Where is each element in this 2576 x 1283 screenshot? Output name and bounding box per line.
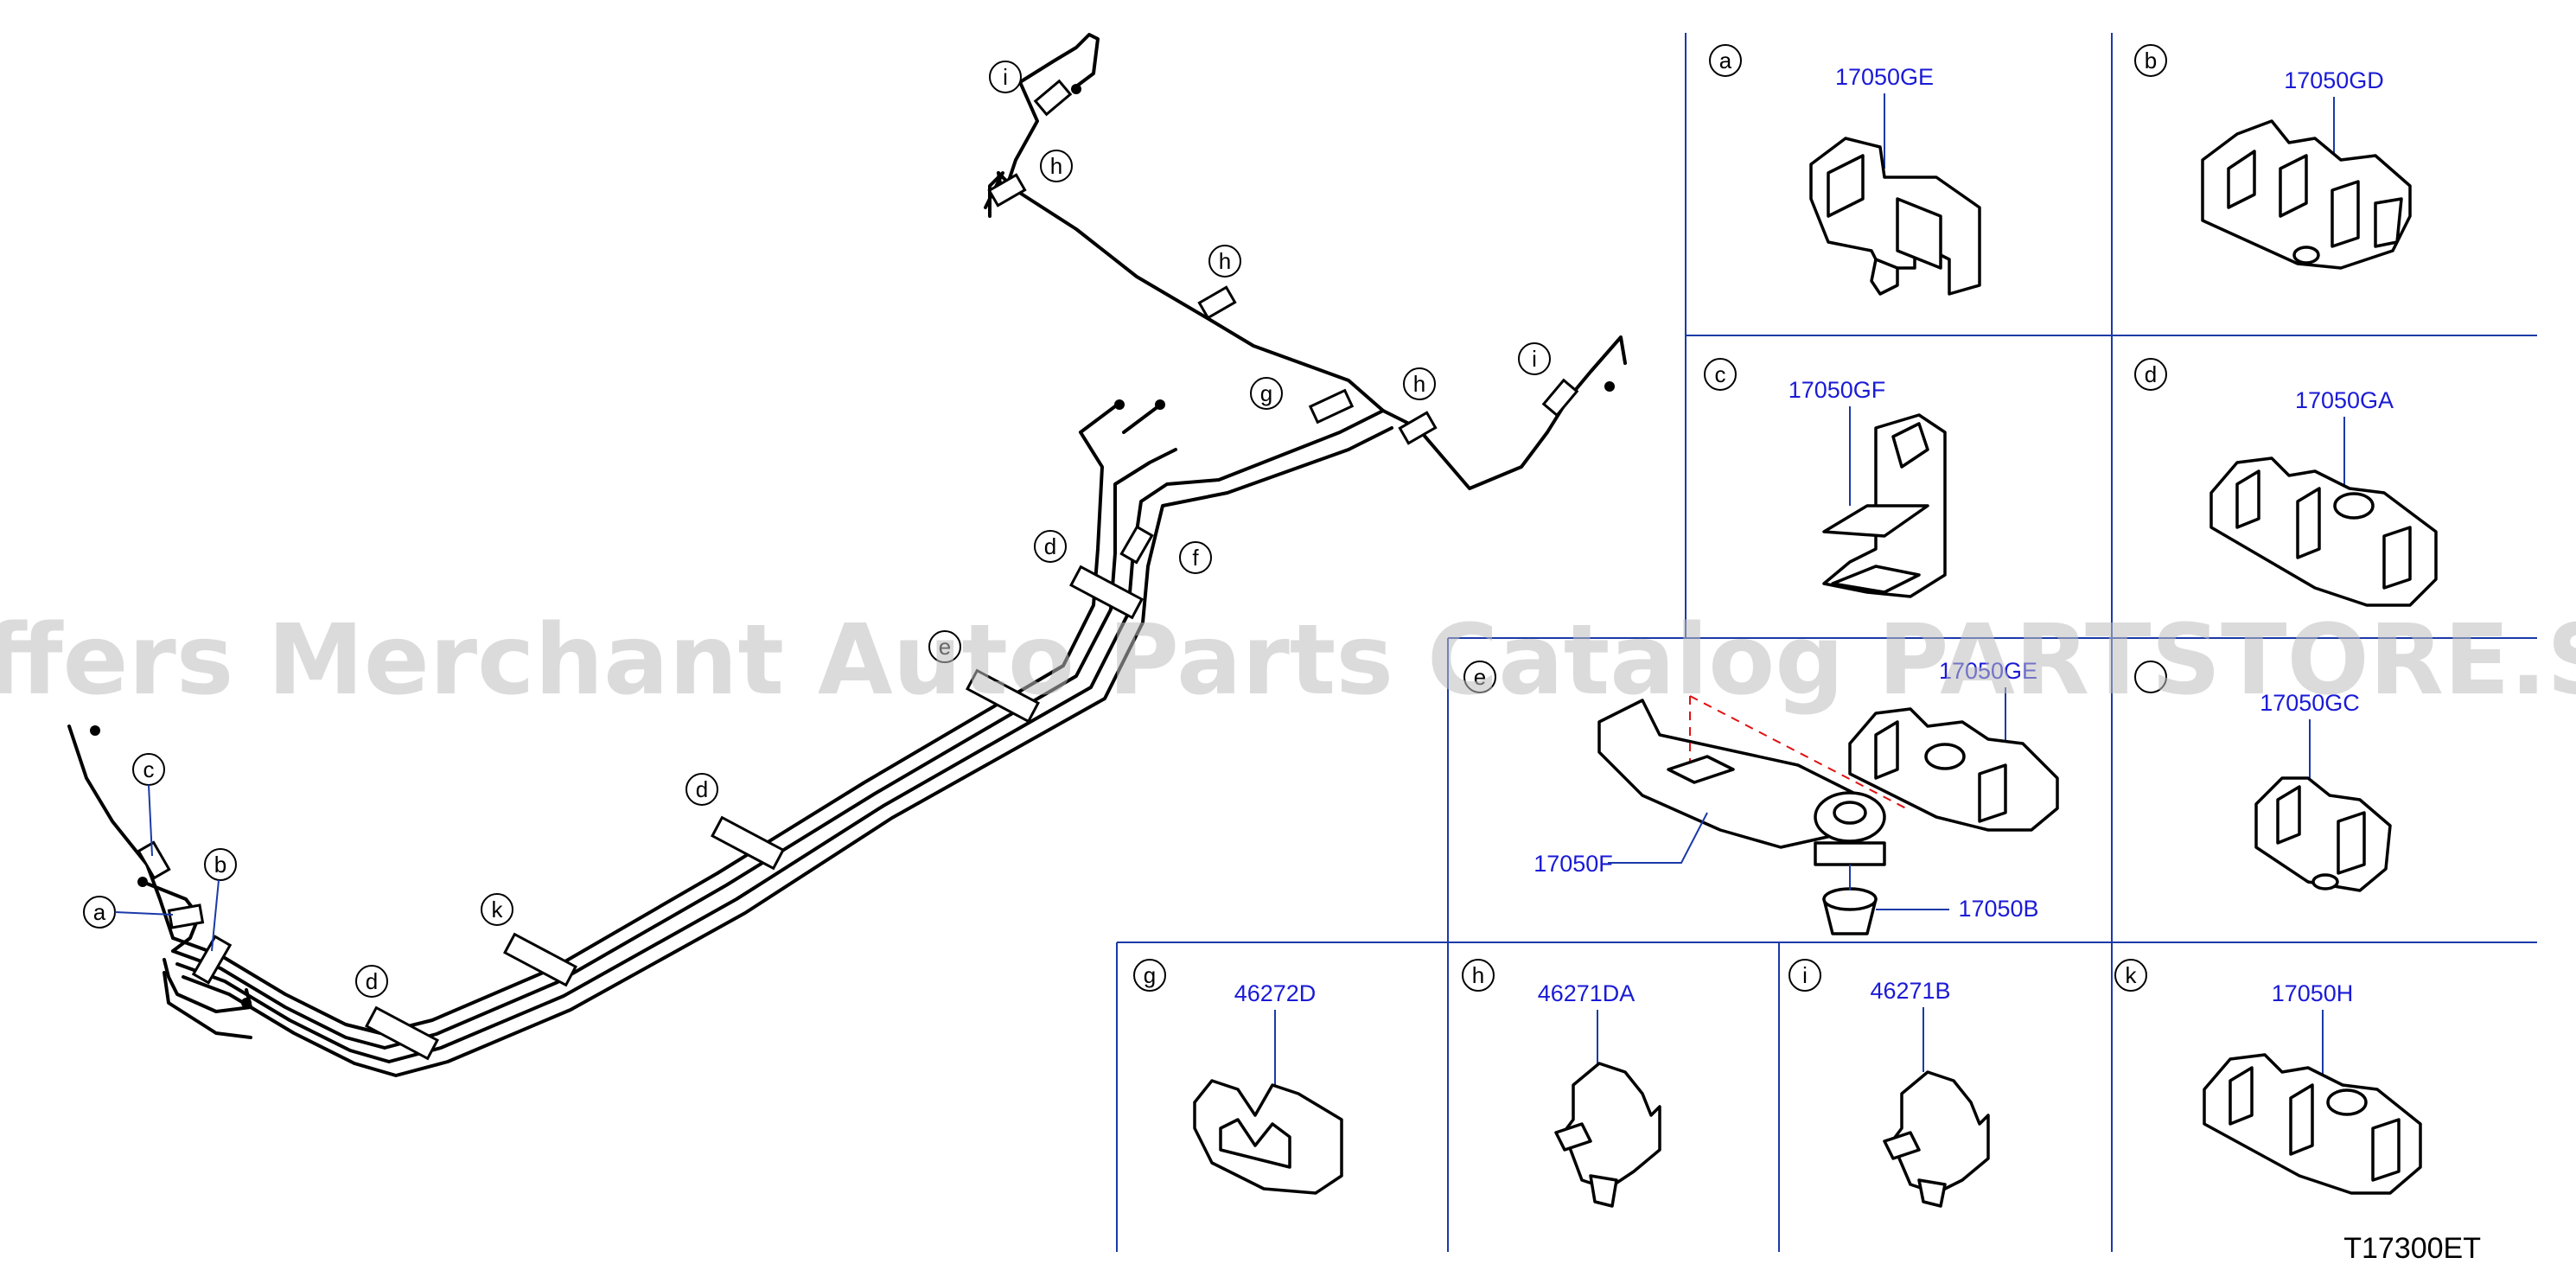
part-number-gc: 17050GC — [2260, 690, 2360, 716]
part-number-a: 17050GE — [1835, 64, 1934, 90]
part-number-i: 46271B — [1870, 978, 1950, 1004]
panel-d: d 17050GA — [2134, 358, 2438, 607]
svg-text:i: i — [1003, 64, 1008, 90]
callout-i-top: i — [989, 61, 1022, 93]
callout-f: f — [1179, 541, 1212, 574]
part-number-e-clip: 17050GE — [1939, 658, 2037, 684]
clip-17050GD-drawing — [2201, 119, 2412, 270]
callout-k: k — [481, 893, 513, 926]
svg-text:e: e — [939, 634, 951, 660]
callout-a: a — [83, 896, 116, 929]
svg-text:c: c — [1715, 361, 1726, 387]
clip-17050GF-drawing — [1822, 413, 1947, 598]
panel-k: k 17050H — [2114, 959, 2422, 1195]
panel-h: h 46271DA — [1462, 959, 1661, 1208]
grommet-drawing — [1814, 791, 1886, 935]
svg-text:h: h — [1472, 962, 1484, 988]
pipe-callouts: i h h g h i d f e d k d c b a — [83, 61, 1551, 998]
watermark: Offers Merchant Auto Parts Catalog PARTS… — [0, 604, 2576, 717]
panel-b: b 17050GD — [2134, 44, 2412, 270]
clip-46272D-drawing — [1193, 1079, 1343, 1195]
part-number-e-bracket: 17050F — [1533, 851, 1613, 877]
svg-text:h: h — [1050, 153, 1062, 179]
clip-17050GC-drawing — [2254, 776, 2392, 892]
clip-17050GE-drawing — [1809, 137, 1981, 296]
svg-text:e: e — [1474, 664, 1486, 690]
clip-17050GE-e-drawing — [1848, 707, 2059, 832]
pipe-clips — [137, 79, 1579, 1061]
svg-text:d: d — [696, 776, 708, 802]
panel-i: i 46271B — [1789, 959, 1990, 1208]
detail-grid — [1116, 33, 2537, 1252]
part-number-c: 17050GF — [1789, 377, 1886, 403]
svg-text:a: a — [1719, 48, 1732, 73]
panel-a: a 17050GE — [1709, 44, 1981, 296]
svg-text:k: k — [2126, 962, 2138, 988]
callout-b: b — [204, 848, 237, 881]
svg-text:h: h — [1219, 248, 1231, 274]
svg-text:i: i — [1532, 346, 1537, 372]
callout-c: c — [132, 753, 165, 786]
svg-text:i: i — [1802, 962, 1808, 988]
clip-17050H-drawing — [2203, 1053, 2422, 1195]
clip-46271B-drawing — [1883, 1070, 1990, 1208]
svg-text:b: b — [2145, 48, 2157, 73]
part-number-h: 46271DA — [1538, 980, 1636, 1006]
callout-d-upper: d — [1034, 530, 1067, 563]
clip-17050GA-drawing — [2209, 456, 2438, 607]
callout-h-right: h — [1403, 367, 1436, 400]
callout-d-lower: d — [355, 965, 388, 998]
svg-text:f: f — [1192, 545, 1199, 571]
fuel-pipe-assembly — [67, 33, 1627, 1077]
panel-e-right: 17050GC — [2134, 661, 2392, 892]
callout-h-mid: h — [1208, 245, 1241, 278]
svg-text:a: a — [93, 899, 106, 925]
svg-text:d: d — [2145, 361, 2157, 387]
svg-text:b: b — [214, 852, 226, 878]
panel-e: e 17050GE 17050F 17050B — [1463, 658, 2059, 935]
svg-text:d: d — [366, 968, 378, 994]
svg-text:g: g — [1144, 962, 1156, 988]
svg-text:h: h — [1413, 371, 1425, 397]
panel-g: g 46272D — [1133, 959, 1343, 1195]
bracket-17050F-drawing — [1597, 695, 1907, 849]
callout-g: g — [1250, 377, 1283, 410]
svg-text:g: g — [1260, 380, 1272, 406]
part-number-d: 17050GA — [2295, 387, 2394, 413]
diagram-reference-code: T17300ET — [2343, 1232, 2481, 1265]
part-number-e-grommet: 17050B — [1958, 896, 2038, 922]
part-number-k: 17050H — [2272, 980, 2354, 1006]
svg-text:c: c — [143, 756, 155, 782]
part-number-b: 17050GD — [2284, 67, 2384, 93]
callout-e: e — [928, 630, 961, 663]
callout-h-top: h — [1040, 150, 1073, 182]
callout-d-mid: d — [685, 773, 718, 806]
clip-46271DA-drawing — [1554, 1062, 1661, 1208]
svg-text:k: k — [492, 897, 504, 922]
part-number-g: 46272D — [1234, 980, 1317, 1006]
panel-c: c 17050GF — [1704, 358, 1947, 598]
svg-text:d: d — [1044, 533, 1056, 559]
callout-i-right: i — [1518, 342, 1551, 375]
